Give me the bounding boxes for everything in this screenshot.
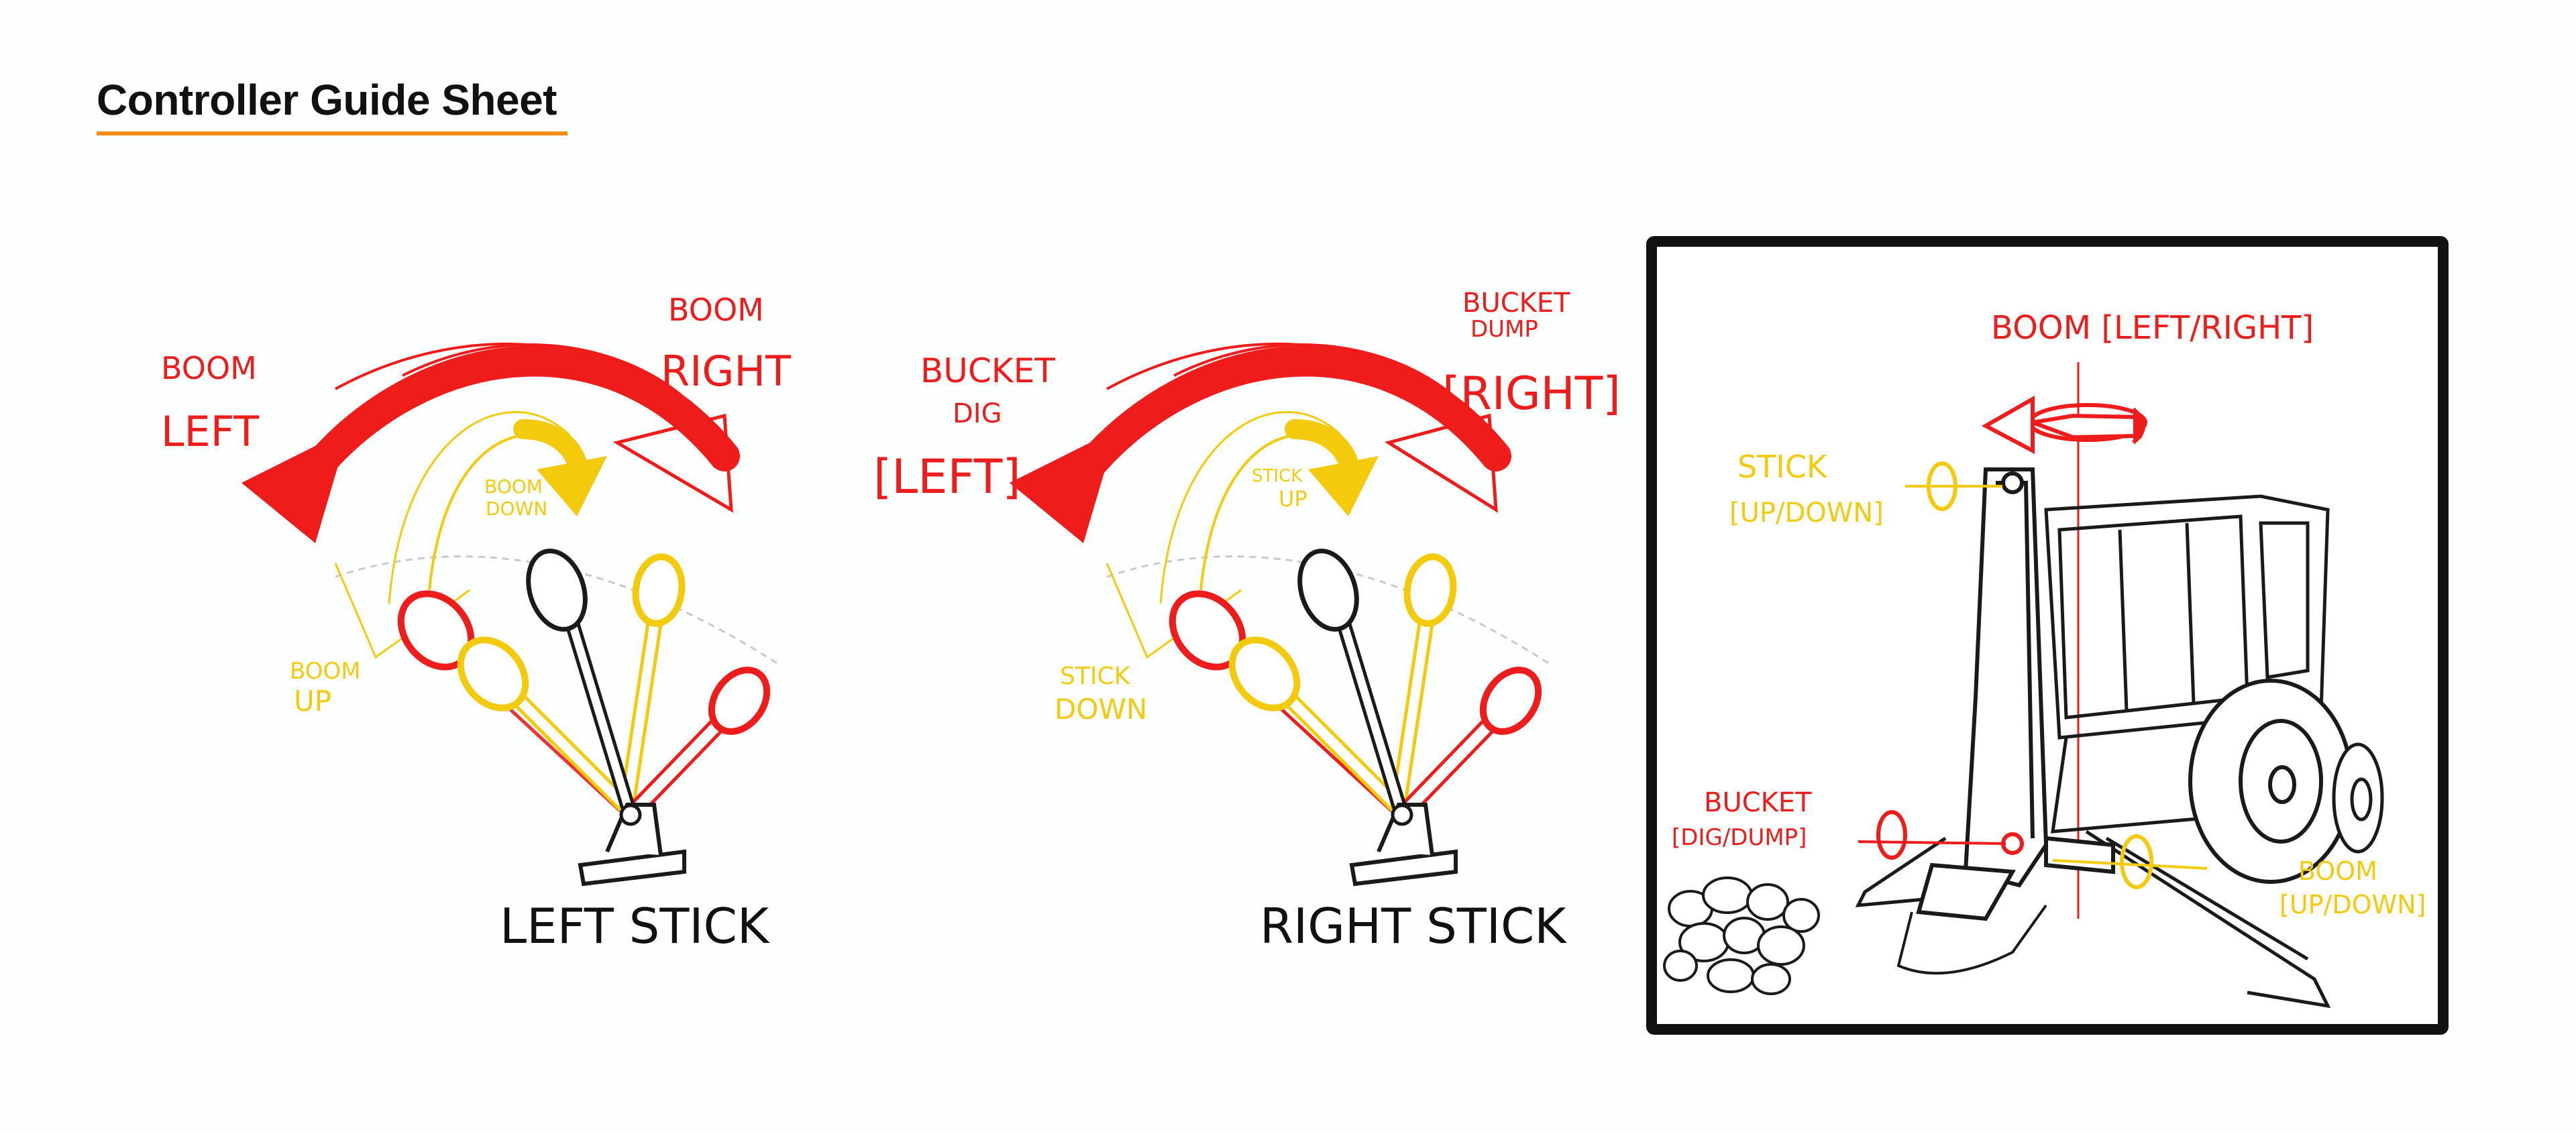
label-boom-1: BOOM (2298, 856, 2377, 886)
right-stick-diagram: BUCKET DIG [LEFT] BUCKET DUMP [RIGHT] ST… (873, 288, 1621, 954)
joystick-ghost-yellow-right (1391, 553, 1457, 813)
joystick-ghost-yellow-left (1228, 636, 1403, 813)
label-boom-swing: BOOM [LEFT/RIGHT] (1991, 309, 2314, 347)
label-stick-up-2: UP (1279, 486, 1307, 512)
boom-down-arrow (388, 411, 607, 604)
front-wheel (2332, 742, 2384, 854)
stabilizer-legs (1855, 830, 2331, 1009)
label-bucket-dump-2: DUMP (1470, 316, 1538, 343)
label-bucket-dig-3: [LEFT] (873, 449, 1021, 504)
travel-arc (335, 555, 779, 665)
label-boom-up-2: UP (294, 685, 331, 718)
stick-rotation-marker (1905, 461, 2002, 511)
stick-up-arrow (1159, 411, 1379, 604)
label-bucket-1: BUCKET (1704, 787, 1812, 818)
left-stick-caption: LEFT STICK (500, 898, 770, 954)
label-boom-2: [UP/DOWN] (2279, 890, 2426, 919)
label-bucket-dump-3: [RIGHT] (1442, 367, 1621, 420)
joystick-ghost-yellow-left (457, 636, 632, 813)
left-stick-diagram: BOOM LEFT BOOM RIGHT BOOM DOWN BOOM UP L… (161, 292, 792, 954)
label-bucket-dump-1: BUCKET (1462, 288, 1570, 319)
label-boom-up-1: BOOM (290, 658, 361, 685)
boom-left-arrow (241, 342, 740, 543)
bucket-dig-arrow (1010, 342, 1511, 543)
label-bucket-dig-2: DIG (953, 398, 1002, 429)
bucket-dump-arrowhead (1384, 413, 1498, 513)
title-underline (97, 131, 568, 135)
travel-arc (1106, 555, 1550, 665)
joystick-base (578, 803, 686, 887)
right-stick-caption: RIGHT STICK (1260, 898, 1567, 954)
joystick-ghost-yellow-right (619, 553, 686, 813)
label-stick-down-1: STICK (1060, 663, 1131, 690)
label-boom-down-1: BOOM (484, 475, 543, 498)
label-boom-right-2: RIGHT (661, 347, 792, 396)
backhoe-panel: BOOM [LEFT/RIGHT] STICK [UP/DOWN] BUCKET… (1646, 236, 2449, 1035)
label-stick-2: [UP/DOWN] (1729, 498, 1884, 528)
label-bucket-dig-1: BUCKET (920, 351, 1055, 390)
label-boom-right-1: BOOM (668, 292, 764, 328)
label-boom-left-1: BOOM (161, 350, 257, 386)
bucket-ground (1896, 904, 2047, 975)
rocks-pile (1663, 876, 1820, 995)
label-bucket-2: [DIG/DUMP] (1672, 824, 1807, 851)
boom-right-arrowhead (612, 413, 733, 513)
bucket-rotation-marker (1858, 810, 2006, 860)
joystick-neutral (526, 549, 635, 812)
label-boom-left-2: LEFT (161, 407, 260, 456)
label-stick-1: STICK (1737, 449, 1828, 485)
label-stick-up-1: STICK (1252, 466, 1303, 486)
swing-arrow (1981, 395, 2147, 454)
page-title: Controller Guide Sheet (97, 76, 557, 124)
joystick-neutral (1297, 549, 1406, 812)
bucket (1916, 862, 2016, 921)
label-stick-down-2: DOWN (1055, 693, 1147, 726)
boom-rotation-marker (2052, 834, 2208, 889)
label-boom-down-2: DOWN (486, 498, 547, 520)
rear-wheel (2188, 679, 2353, 884)
joystick-ghost-red-right (625, 667, 771, 820)
joystick-ghost-red-right (1397, 667, 1542, 820)
joystick-base (1349, 803, 1458, 887)
boom-arm (1963, 467, 2115, 888)
